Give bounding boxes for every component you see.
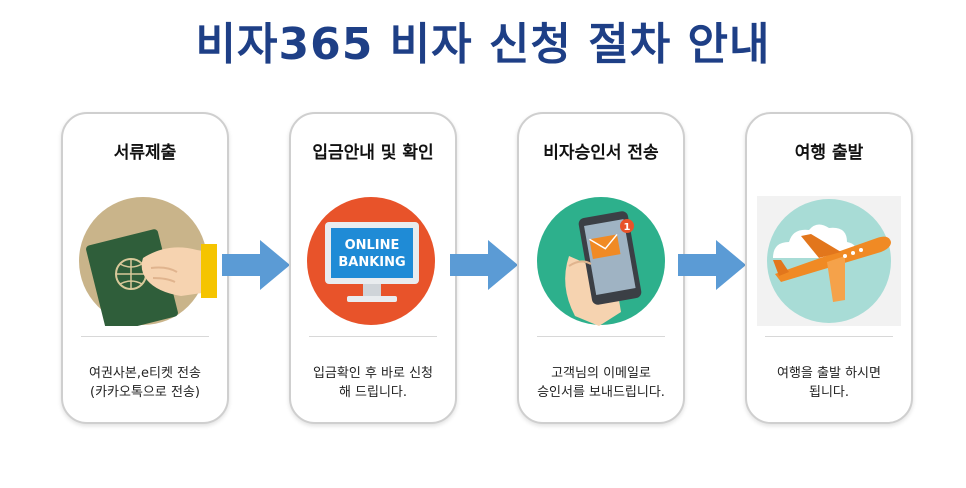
step-description-line: 여행을 출발 하시면 (777, 366, 881, 381)
step-description: 여권사본,e티켓 전송 (카카오톡으로 전송) (69, 364, 221, 402)
step-title: 서류제출 (113, 143, 177, 163)
step-title: 입금안내 및 확인 (312, 143, 434, 163)
step-card-2: 입금안내 및 확인 ONLINE BANKING 입금확인 후 바로 신청 해 … (289, 112, 457, 424)
step-description: 입금확인 후 바로 신청 해 드립니다. (297, 364, 449, 402)
step-title: 여행 출발 (794, 143, 864, 163)
step-description-line: 여권사본,e티켓 전송 (89, 366, 201, 381)
step-card-3: 비자승인서 전송 1 고객님의 이메일로 승인서를 보내드립니다. (517, 112, 685, 424)
step-description-line: (카카오톡으로 전송) (90, 385, 200, 400)
step-description-line: 입금확인 후 바로 신청 (312, 366, 434, 381)
arrow-right-icon (450, 240, 518, 290)
step-description: 고객님의 이메일로 승인서를 보내드립니다. (525, 364, 677, 402)
divider (81, 336, 209, 337)
page-title: 비자365 비자 신청 절차 안내 (195, 19, 771, 70)
divider (765, 336, 893, 337)
phone-email-notification-icon: 1 (537, 197, 665, 326)
step-description: 여행을 출발 하시면 됩니다. (753, 364, 905, 402)
online-banking-monitor-icon: ONLINE BANKING (307, 197, 435, 325)
step-description-line: 해 드립니다. (338, 385, 408, 400)
arrow-right-icon (678, 240, 746, 290)
step-card-4: 여행 출발 여행을 출발 하시면 됩니다. (745, 112, 913, 424)
screen-text-line: ONLINE (345, 238, 400, 253)
step-card-1: 서류제출 여권사본,e티켓 전송 (카카오톡으로 전송) (61, 112, 229, 424)
step-description-line: 됩니다. (808, 385, 849, 400)
step-title: 비자승인서 전송 (543, 143, 659, 163)
divider (537, 336, 665, 337)
divider (309, 336, 437, 337)
screen-text-line: BANKING (338, 255, 405, 270)
airplane-cloud-icon (757, 196, 901, 326)
step-description-line: 고객님의 이메일로 (551, 366, 651, 381)
step-description-line: 승인서를 보내드립니다. (537, 385, 665, 400)
arrow-right-icon (222, 240, 290, 290)
passport-hand-icon (79, 197, 217, 326)
notification-badge: 1 (624, 222, 631, 233)
